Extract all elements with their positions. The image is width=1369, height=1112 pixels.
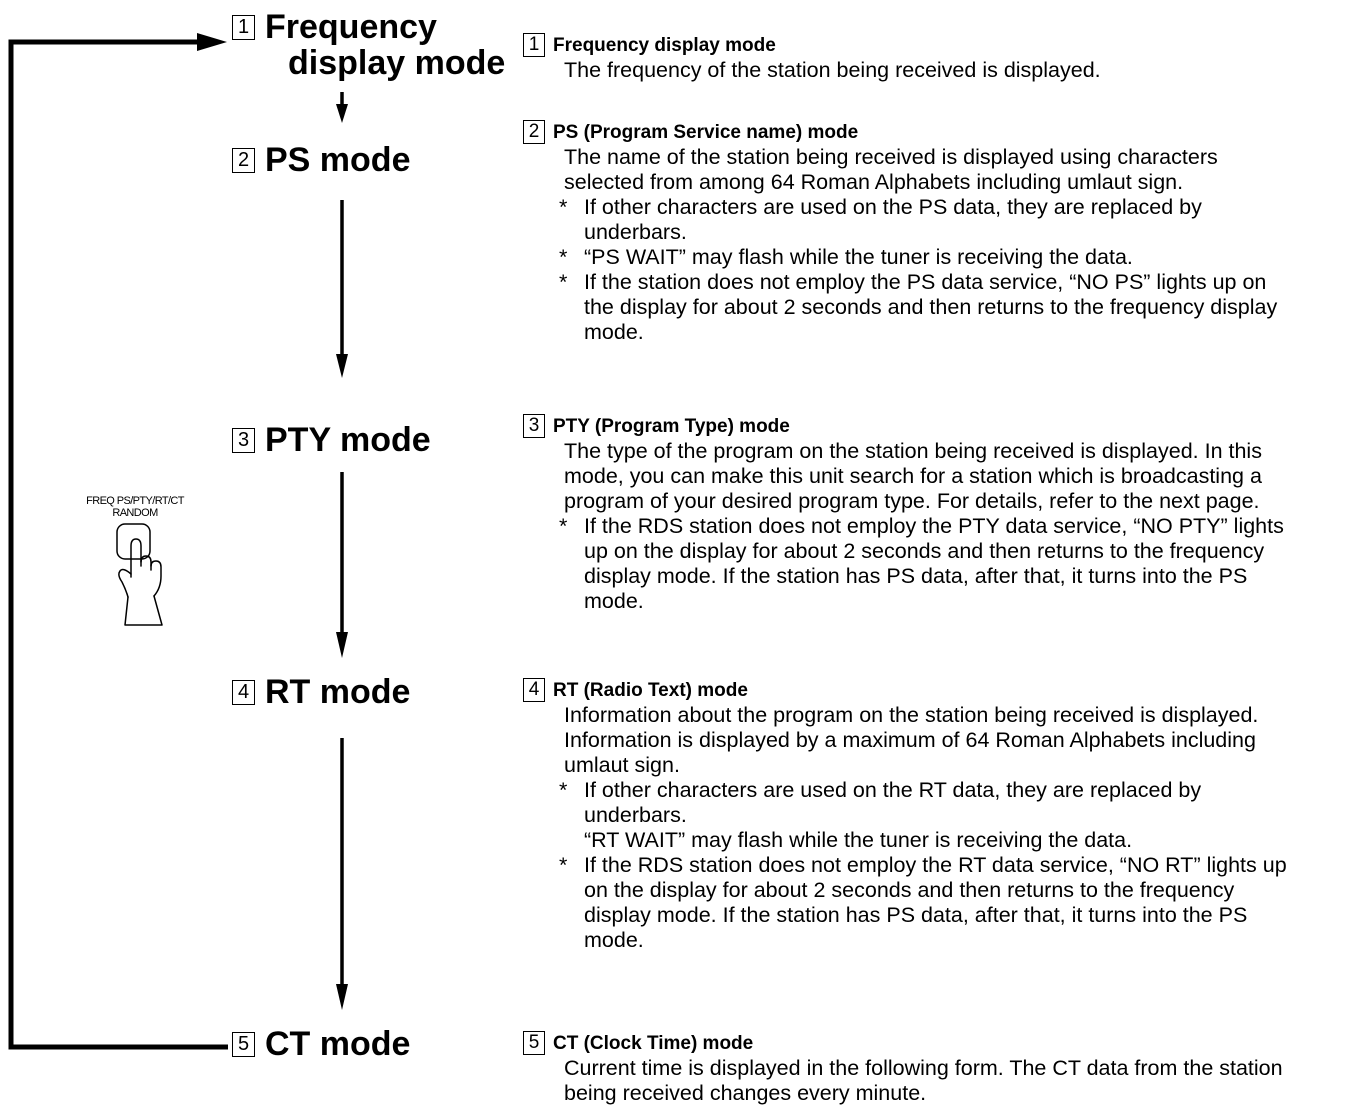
arrow-3-to-4 — [336, 472, 348, 658]
section-number-box: 2 — [523, 120, 545, 144]
step-number-box: 1 — [232, 15, 255, 40]
note-item: *“PS WAIT” may flash while the tuner is … — [584, 245, 1363, 270]
note-bullet: * — [559, 195, 567, 220]
section-title: RT (Radio Text) mode — [553, 680, 748, 701]
note-line: mode. — [584, 928, 1363, 953]
step-number-box: 5 — [232, 1032, 255, 1057]
note-line: mode. — [584, 320, 1363, 345]
note-line: underbars. — [584, 803, 1363, 828]
mode-label-rt: 4 RT mode — [232, 674, 410, 710]
step-number-box: 2 — [232, 148, 255, 173]
note-bullet: * — [559, 853, 567, 878]
section-pty-mode: 3 PTY (Program Type) mode The type of the… — [523, 414, 1363, 614]
note-line: “PS WAIT” may flash while the tuner is r… — [584, 245, 1133, 269]
step-number-box: 4 — [232, 680, 255, 705]
button-label-line1: FREQ PS/PTY/RT/CT — [70, 495, 200, 507]
note-item: *If the RDS station does not employ the … — [584, 514, 1363, 539]
note-line: If other characters are used on the PS d… — [584, 195, 1202, 219]
mode-label-line2: display mode — [288, 45, 505, 81]
mode-label-ps: 2 PS mode — [232, 142, 410, 178]
section-body: The frequency of the station being recei… — [564, 58, 1363, 83]
mode-label-ct: 5 CT mode — [232, 1026, 410, 1062]
section-title: CT (Clock Time) mode — [553, 1033, 753, 1054]
section-body-line: The type of the program on the station b… — [564, 439, 1363, 464]
mode-label-text: PTY mode — [265, 422, 431, 458]
freq-ps-pty-rt-ct-button-label: FREQ PS/PTY/RT/CT RANDOM — [70, 495, 200, 519]
note-line: mode. — [584, 589, 1363, 614]
note-bullet: * — [559, 270, 567, 295]
note-item: *If other characters are used on the RT … — [584, 778, 1363, 803]
note-line: If the RDS station does not employ the P… — [584, 514, 1284, 538]
return-loop-arrow — [11, 33, 228, 1047]
note-line: “RT WAIT” may flash while the tuner is r… — [584, 828, 1363, 853]
section-body-line: mode, you can make this unit search for … — [564, 464, 1363, 489]
arrow-1-to-2 — [336, 92, 348, 123]
arrow-2-to-3 — [336, 200, 348, 378]
button-label-line2: RANDOM — [70, 507, 200, 519]
finger-press-icon — [117, 524, 162, 625]
note-line: up on the display for about 2 seconds an… — [584, 539, 1363, 564]
note-line: on the display for about 2 seconds and t… — [584, 878, 1363, 903]
section-body-line: Current time is displayed in the followi… — [564, 1056, 1363, 1081]
note-item: *If the RDS station does not employ the … — [584, 853, 1363, 878]
section-ct-mode: 5 CT (Clock Time) mode Current time is di… — [523, 1031, 1363, 1106]
note-bullet: * — [559, 778, 567, 803]
note-item: *If the station does not employ the PS d… — [584, 270, 1363, 295]
section-title: PTY (Program Type) mode — [553, 416, 790, 437]
mode-label-text: RT mode — [265, 674, 410, 710]
section-frequency-display-mode: 1 Frequency display mode The frequency of… — [523, 33, 1363, 83]
section-body-line: umlaut sign. — [564, 753, 1363, 778]
arrow-4-to-5 — [336, 738, 348, 1010]
note-bullet: * — [559, 245, 567, 270]
mode-label-text: CT mode — [265, 1026, 410, 1062]
note-line: If other characters are used on the RT d… — [584, 778, 1201, 802]
section-title: PS (Program Service name) mode — [553, 122, 858, 143]
note-line: display mode. If the station has PS data… — [584, 903, 1363, 928]
note-line: display mode. If the station has PS data… — [584, 564, 1363, 589]
mode-label-line1: Frequency — [265, 9, 505, 45]
note-line: underbars. — [584, 220, 1363, 245]
note-line: the display for about 2 seconds and then… — [584, 295, 1363, 320]
mode-label-text: PS mode — [265, 142, 410, 178]
section-body-line: The name of the station being received i… — [564, 145, 1363, 170]
section-ps-mode: 2 PS (Program Service name) mode The name… — [523, 120, 1363, 345]
note-line: If the station does not employ the PS da… — [584, 270, 1266, 294]
note-line: If the RDS station does not employ the R… — [584, 853, 1287, 877]
section-body-line: Information about the program on the sta… — [564, 703, 1363, 728]
mode-label-pty: 3 PTY mode — [232, 422, 431, 458]
section-number-box: 5 — [523, 1031, 545, 1055]
section-body-line: selected from among 64 Roman Alphabets i… — [564, 170, 1363, 195]
section-rt-mode: 4 RT (Radio Text) mode Information about … — [523, 678, 1363, 953]
section-body-line: Information is displayed by a maximum of… — [564, 728, 1363, 753]
section-number-box: 3 — [523, 414, 545, 438]
section-body-line: being received changes every minute. — [564, 1081, 1363, 1106]
note-item: *If other characters are used on the PS … — [584, 195, 1363, 220]
section-number-box: 4 — [523, 678, 545, 702]
section-number-box: 1 — [523, 33, 545, 57]
section-title: Frequency display mode — [553, 35, 776, 56]
section-body-line: program of your desired program type. Fo… — [564, 489, 1363, 514]
note-bullet: * — [559, 514, 567, 539]
step-number-box: 3 — [232, 428, 255, 453]
